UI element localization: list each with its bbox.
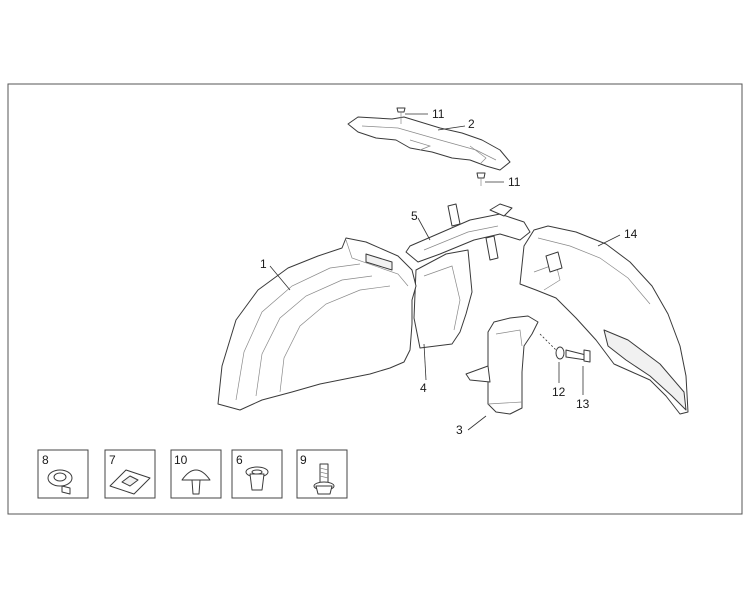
flange-bolt-icon <box>313 463 335 495</box>
callout-1: 1 <box>260 257 267 271</box>
leaders <box>269 113 621 431</box>
hardware-box-7: 7 <box>104 449 156 499</box>
callout-4: 4 <box>420 381 427 395</box>
rear-fender-part <box>519 225 689 415</box>
hardware-label-7: 7 <box>109 453 116 467</box>
bracket-part <box>405 203 531 263</box>
spacer-bushing-icon <box>245 466 269 491</box>
hardware-box-6: 6 <box>231 449 283 499</box>
callout-5: 5 <box>411 209 418 223</box>
callout-2: 2 <box>468 117 475 131</box>
push-rivet-icon <box>181 469 211 495</box>
fork-cover-part <box>465 315 539 415</box>
hardware-label-6: 6 <box>236 453 243 467</box>
hardware-label-10: 10 <box>174 453 188 467</box>
callout-11-bottom: 11 <box>508 175 521 189</box>
inner-plate-part <box>413 249 473 349</box>
hardware-label-9: 9 <box>300 453 307 467</box>
callout-11-top: 11 <box>432 107 445 121</box>
diagram-frame <box>7 83 743 515</box>
hardware-box-10: 10 <box>170 449 222 499</box>
screw-11-bottom <box>476 172 486 186</box>
screw-11-top <box>396 107 406 124</box>
front-fender-part <box>217 237 417 411</box>
bolt-13-part <box>555 346 591 363</box>
callout-13: 13 <box>576 397 590 411</box>
callout-12: 12 <box>552 385 566 399</box>
hardware-label-8: 8 <box>42 453 49 467</box>
hardware-box-9: 9 <box>296 449 348 499</box>
callout-14: 14 <box>624 227 638 241</box>
grommet-icon <box>47 469 73 495</box>
upper-cover-part <box>347 116 511 171</box>
callout-3: 3 <box>456 423 463 437</box>
speed-nut-clip-icon <box>109 469 151 495</box>
hardware-box-8: 8 <box>37 449 89 499</box>
